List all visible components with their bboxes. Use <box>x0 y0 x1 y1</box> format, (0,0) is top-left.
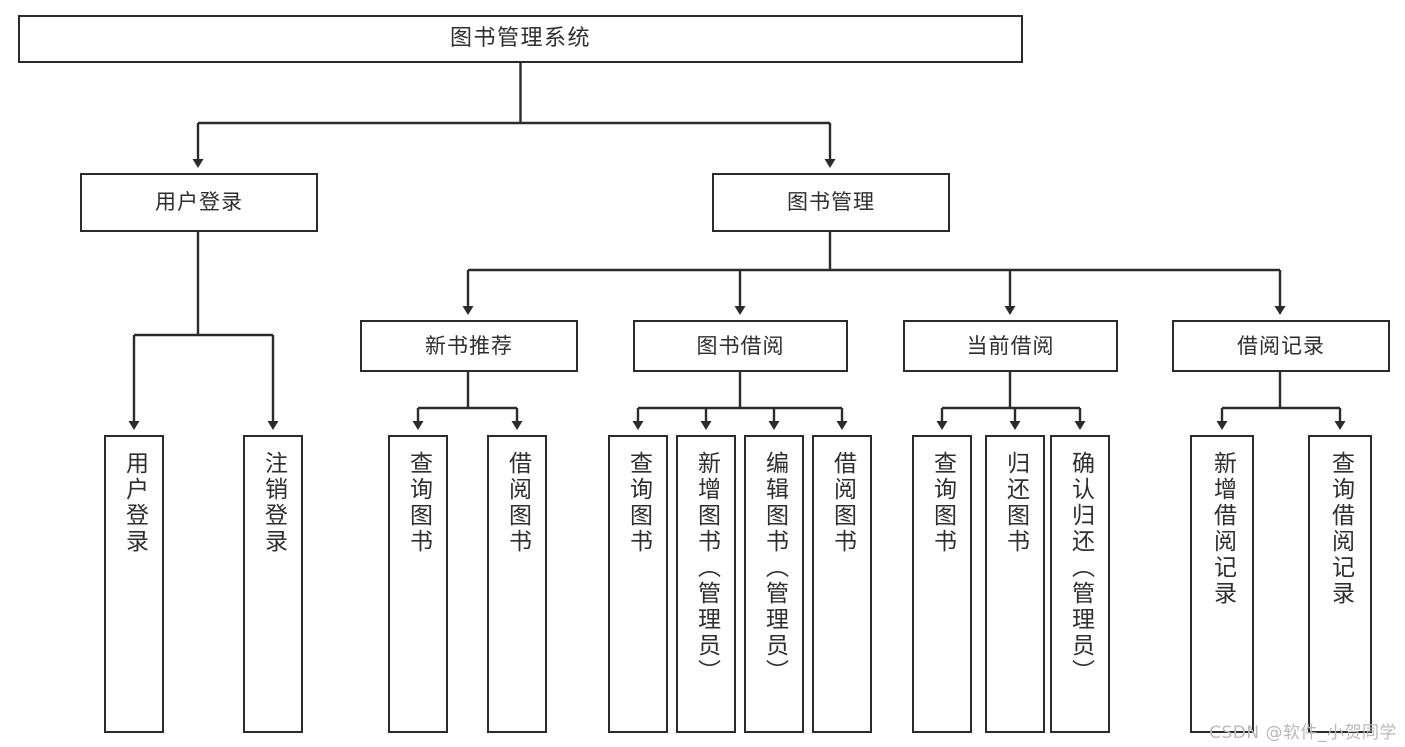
node-leaf-add-borrow-record[interactable]: 新增借阅记录 <box>1190 435 1254 733</box>
node-leaf-add-book[interactable]: 新增图书（管理员） <box>676 435 736 733</box>
node-leaf-query-book-2-label: 查询图书 <box>625 451 652 555</box>
node-leaf-borrow-book-1-label: 借阅图书 <box>504 451 531 555</box>
node-current-borrow-label: 当前借阅 <box>966 333 1055 358</box>
node-leaf-borrow-book-1[interactable]: 借阅图书 <box>487 435 547 733</box>
node-leaf-edit-book-label: 编辑图书（管理员） <box>761 451 788 685</box>
csdn-watermark: CSDN @软件_小贺同学 <box>1209 723 1397 743</box>
node-leaf-add-book-label: 新增图书（管理员） <box>693 451 720 685</box>
node-borrow-record[interactable]: 借阅记录 <box>1172 320 1390 372</box>
node-leaf-return-book-label: 归还图书 <box>1002 451 1029 555</box>
node-leaf-query-book-2[interactable]: 查询图书 <box>608 435 668 733</box>
node-leaf-confirm-return[interactable]: 确认归还（管理员） <box>1050 435 1110 733</box>
node-borrow-record-label: 借阅记录 <box>1237 333 1325 358</box>
node-leaf-query-borrow-record[interactable]: 查询借阅记录 <box>1308 435 1372 733</box>
node-leaf-user-login-label: 用户登录 <box>121 451 148 555</box>
node-leaf-edit-book[interactable]: 编辑图书（管理员） <box>744 435 804 733</box>
node-leaf-logout-label: 注销登录 <box>260 451 287 555</box>
node-leaf-query-book-1-label: 查询图书 <box>405 451 432 555</box>
node-leaf-query-book-3-label: 查询图书 <box>929 451 956 555</box>
node-leaf-borrow-book-2[interactable]: 借阅图书 <box>812 435 872 733</box>
node-current-borrow[interactable]: 当前借阅 <box>903 320 1118 372</box>
node-new-book-recommend-label: 新书推荐 <box>425 333 513 358</box>
node-leaf-confirm-return-label: 确认归还（管理员） <box>1067 451 1094 685</box>
node-book-manage[interactable]: 图书管理 <box>712 173 950 232</box>
node-user-login-label: 用户登录 <box>155 190 243 215</box>
node-user-login[interactable]: 用户登录 <box>80 173 318 232</box>
node-leaf-return-book[interactable]: 归还图书 <box>985 435 1045 733</box>
node-leaf-query-book-3[interactable]: 查询图书 <box>912 435 972 733</box>
node-leaf-logout[interactable]: 注销登录 <box>243 435 303 733</box>
node-book-borrow[interactable]: 图书借阅 <box>633 320 848 372</box>
node-leaf-user-login[interactable]: 用户登录 <box>104 435 164 733</box>
node-root-label: 图书管理系统 <box>449 26 591 52</box>
node-root[interactable]: 图书管理系统 <box>18 15 1023 63</box>
node-book-borrow-label: 图书借阅 <box>696 333 785 358</box>
node-leaf-query-book-1[interactable]: 查询图书 <box>388 435 448 733</box>
node-leaf-add-borrow-record-label: 新增借阅记录 <box>1209 451 1236 607</box>
node-new-book-recommend[interactable]: 新书推荐 <box>360 320 578 372</box>
node-book-manage-label: 图书管理 <box>787 190 875 215</box>
node-leaf-query-borrow-record-label: 查询借阅记录 <box>1327 451 1354 607</box>
node-leaf-borrow-book-2-label: 借阅图书 <box>829 451 856 555</box>
